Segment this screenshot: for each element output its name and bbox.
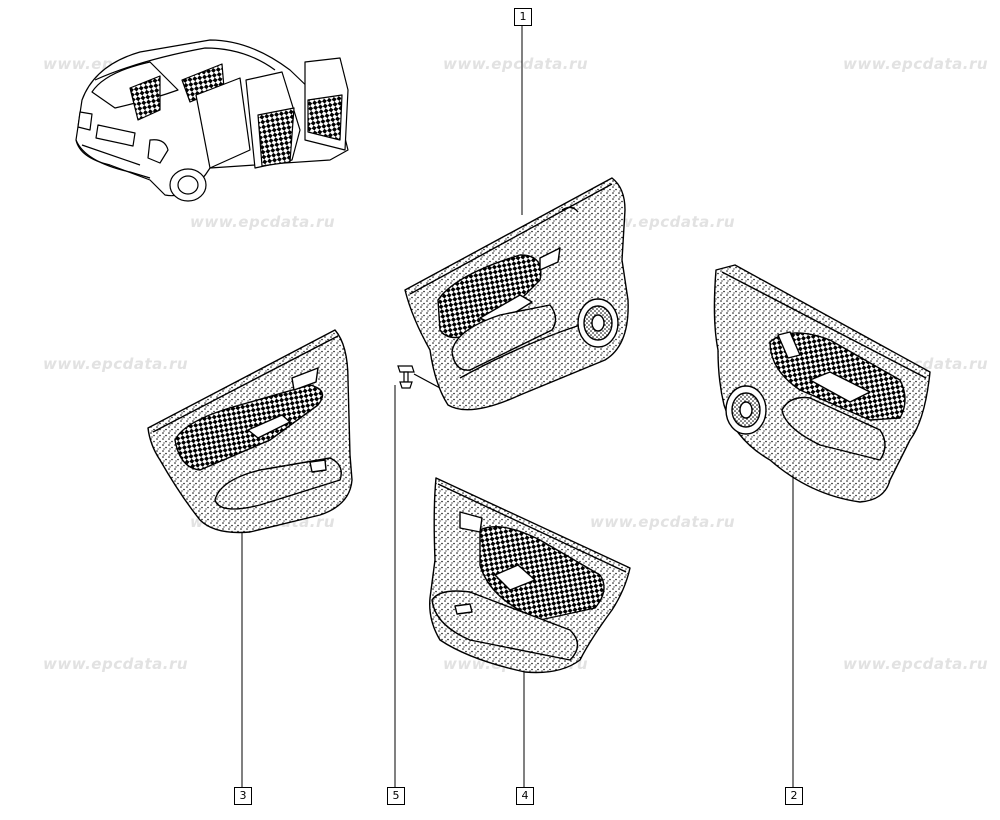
door-trim-panel-1 bbox=[404, 177, 629, 411]
watermark: www.epcdata.ru bbox=[43, 355, 189, 373]
watermark: www.epcdata.ru bbox=[590, 213, 736, 231]
door-trim-panel-4 bbox=[429, 477, 631, 674]
watermark: www.epcdata.ru bbox=[590, 513, 736, 531]
car-overview bbox=[75, 39, 349, 202]
callout-2: 2 bbox=[785, 787, 803, 805]
watermark: www.epcdata.ru bbox=[443, 55, 589, 73]
callout-5: 5 bbox=[387, 787, 405, 805]
callout-3: 3 bbox=[234, 787, 252, 805]
watermark: www.epcdata.ru bbox=[190, 213, 336, 231]
watermark: www.epcdata.ru bbox=[43, 655, 189, 673]
callout-1: 1 bbox=[514, 8, 532, 26]
callout-4: 4 bbox=[516, 787, 534, 805]
door-trim-panel-3 bbox=[147, 329, 353, 534]
leader-lines bbox=[241, 25, 794, 787]
door-trim-panel-2 bbox=[713, 264, 931, 503]
clip-part-5 bbox=[397, 365, 441, 389]
watermark: www.epcdata.ru bbox=[843, 655, 989, 673]
watermark: www.epcdata.ru bbox=[843, 55, 989, 73]
